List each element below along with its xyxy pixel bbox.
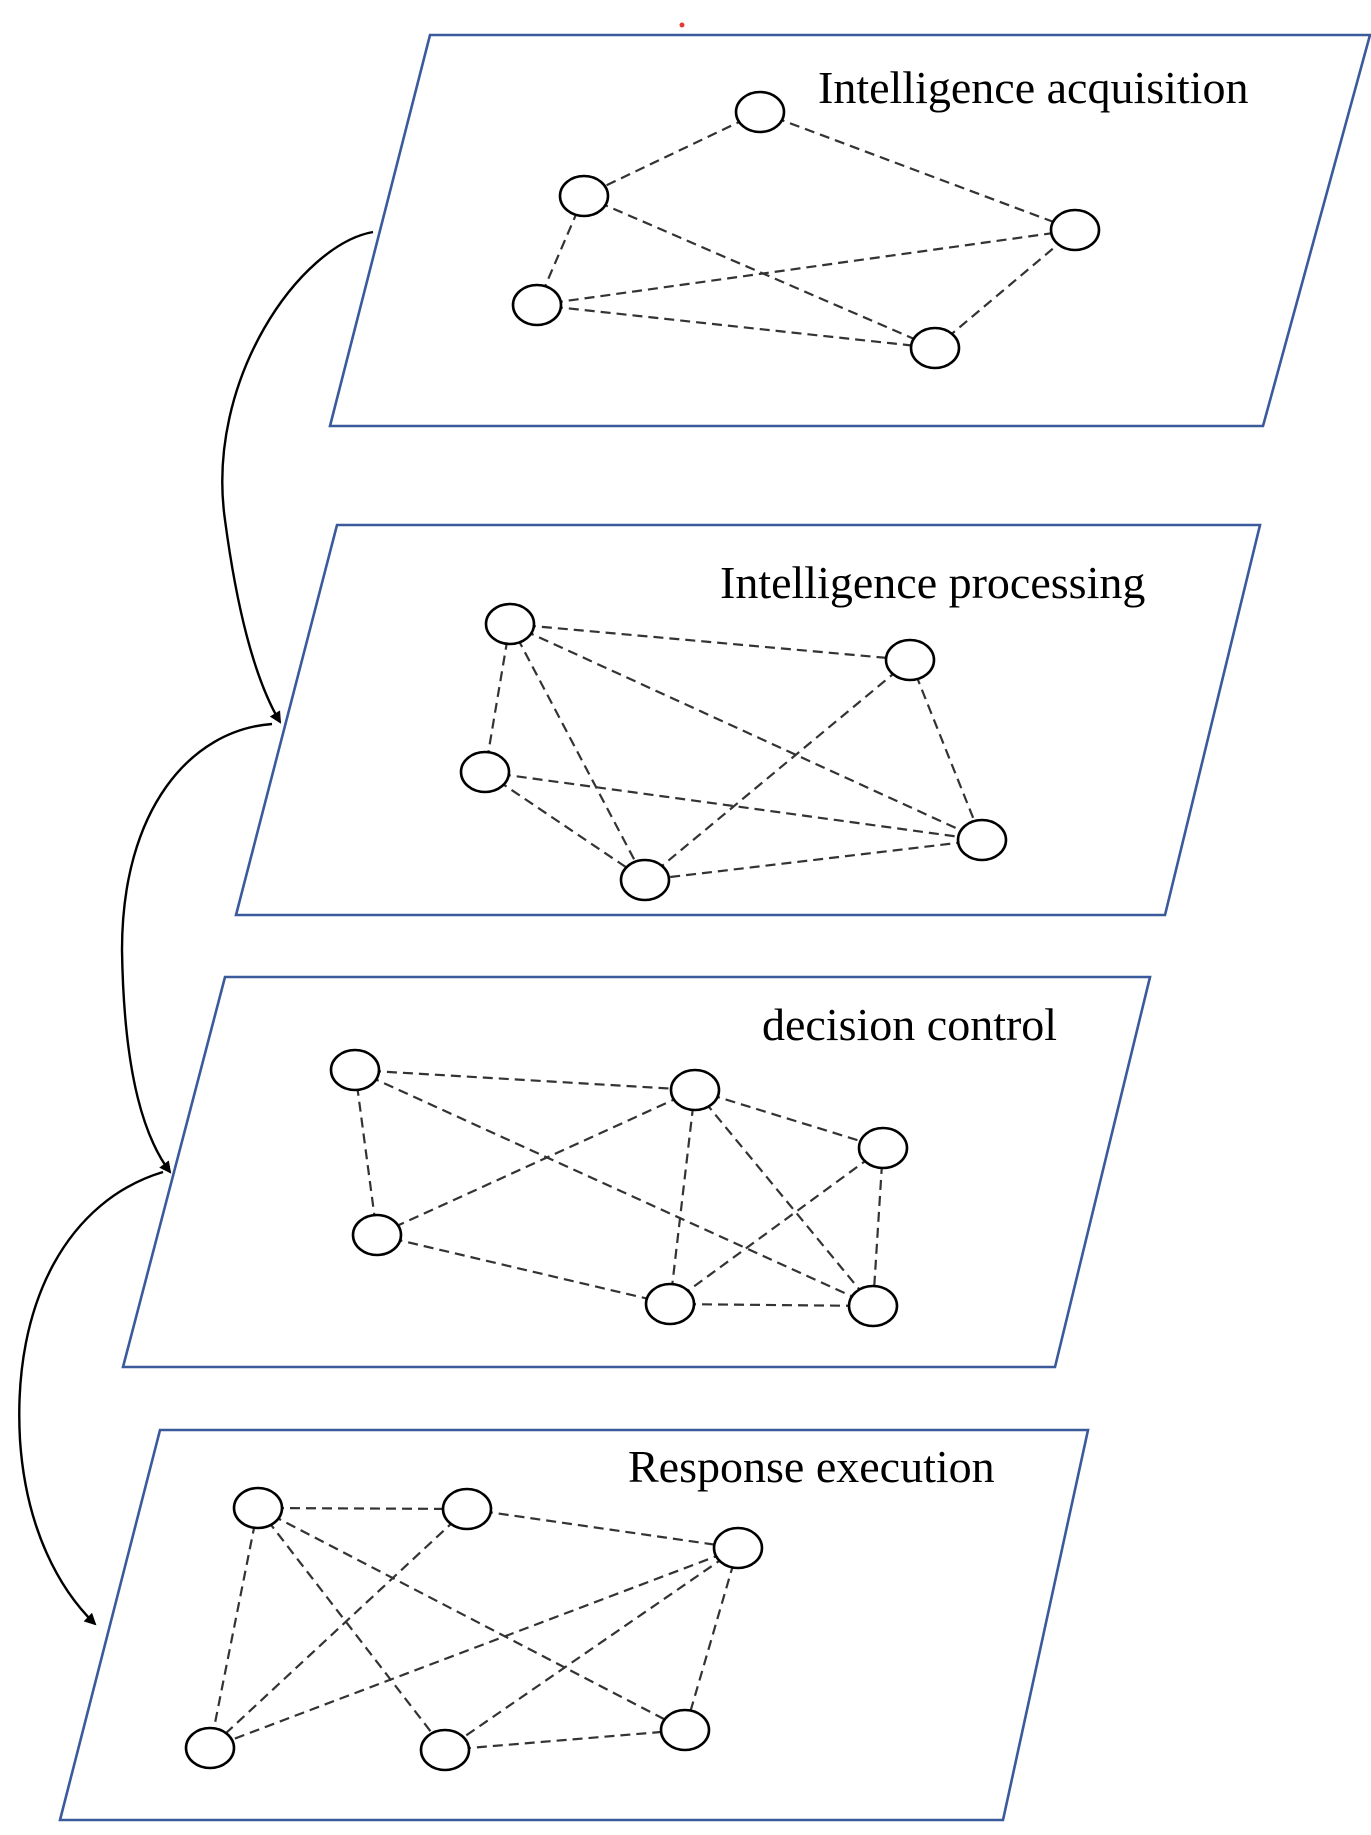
network-node	[644, 1282, 696, 1326]
network-edge	[509, 623, 646, 881]
network-node	[484, 602, 536, 646]
network-node	[857, 1126, 909, 1170]
network-edge	[483, 623, 512, 773]
layer-nodes	[459, 602, 1008, 902]
network-edge	[444, 1547, 739, 1751]
network-edge	[209, 1546, 739, 1750]
network-node	[184, 1726, 236, 1770]
network-node	[956, 818, 1008, 862]
network-node	[669, 1068, 721, 1112]
layer-processing: Intelligence processing	[234, 523, 1262, 917]
network-node	[232, 1486, 284, 1530]
network-edge	[668, 1089, 697, 1305]
layer-nodes	[184, 1486, 764, 1772]
network-edge	[354, 1068, 696, 1092]
network-node	[847, 1284, 899, 1328]
network-edge	[466, 1507, 739, 1550]
network-edge	[444, 1728, 686, 1752]
network-node	[511, 283, 563, 327]
layer-title: Intelligence processing	[720, 557, 1145, 608]
network-node	[1049, 208, 1101, 252]
layer-panel	[328, 33, 1371, 428]
layer-title: decision control	[762, 999, 1057, 1050]
network-node	[619, 858, 671, 902]
network-edge	[536, 303, 936, 350]
network-edge	[376, 1233, 671, 1306]
network-edge	[484, 771, 646, 881]
network-edge	[644, 659, 911, 881]
network-edge	[759, 110, 1076, 232]
network-node	[659, 1708, 711, 1752]
layer-response: Response execution	[58, 1428, 1090, 1822]
network-edge	[484, 770, 983, 842]
network-node	[459, 750, 511, 794]
layer-edges	[483, 622, 984, 882]
network-node	[734, 90, 786, 134]
network-node	[351, 1213, 403, 1257]
network-edge	[536, 228, 1076, 307]
network-edge	[209, 1508, 468, 1749]
flow-arrow	[120, 722, 273, 1174]
network-edge	[208, 1507, 260, 1749]
network-edge	[257, 1507, 446, 1751]
network-node	[419, 1728, 471, 1772]
network-node	[909, 326, 961, 370]
layer-acquisition: Intelligence acquisition	[328, 33, 1371, 428]
network-edge	[353, 1069, 379, 1236]
network-node	[558, 174, 610, 218]
network-edge	[509, 622, 983, 842]
flow-arrow	[18, 1170, 164, 1626]
network-edge	[583, 111, 761, 197]
layer-nodes	[329, 1048, 909, 1328]
network-edge	[694, 1088, 884, 1150]
network-edge	[908, 659, 984, 841]
layer-title: Response execution	[628, 1441, 995, 1492]
network-node	[441, 1487, 493, 1531]
flow-arrow	[221, 230, 374, 724]
network-edge	[669, 1147, 884, 1305]
layer-title: Intelligence acquisition	[818, 62, 1248, 113]
layer-panel	[58, 1428, 1090, 1822]
network-node	[884, 638, 936, 682]
network-edge	[871, 1147, 885, 1307]
red-dot-mark	[679, 22, 685, 28]
network-edge	[257, 1507, 686, 1731]
network-edge	[376, 1088, 696, 1237]
layer-edges	[208, 1506, 740, 1752]
network-edge	[509, 622, 911, 662]
layer-decision: decision control	[121, 975, 1152, 1369]
network-edge	[934, 229, 1076, 349]
network-edge	[694, 1089, 874, 1307]
network-edge	[257, 1506, 468, 1511]
layer-edges	[353, 1068, 885, 1308]
network-edge	[669, 1302, 874, 1308]
network-node	[712, 1526, 764, 1570]
network-edge	[644, 838, 983, 882]
layer-nodes	[511, 90, 1101, 370]
network-node	[329, 1048, 381, 1092]
